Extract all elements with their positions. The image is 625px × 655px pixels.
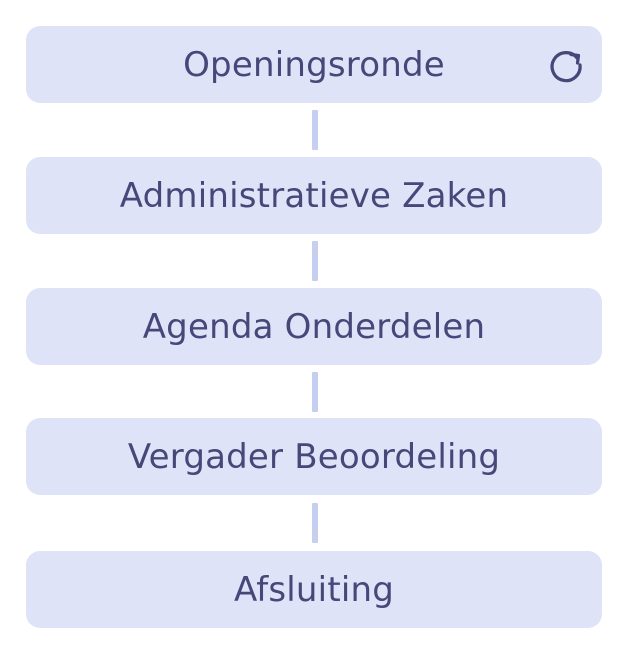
connector-line: [312, 110, 318, 150]
step-afsluiting: Afsluiting: [26, 551, 602, 628]
step-vergader-beoordeling: Vergader Beoordeling: [26, 418, 602, 495]
connector-line: [312, 372, 318, 412]
step-label: Afsluiting: [233, 569, 395, 610]
step-openingsronde: Openingsronde: [26, 26, 602, 103]
refresh-icon[interactable]: [544, 43, 588, 87]
step-label: Administratieve Zaken: [119, 175, 509, 216]
step-agenda-onderdelen: Agenda Onderdelen: [26, 288, 602, 365]
step-label: Agenda Onderdelen: [142, 306, 486, 347]
connector-line: [312, 241, 318, 281]
connector-line: [312, 503, 318, 543]
step-administratieve-zaken: Administratieve Zaken: [26, 157, 602, 234]
step-label: Openingsronde: [183, 44, 445, 85]
step-label: Vergader Beoordeling: [127, 436, 501, 477]
